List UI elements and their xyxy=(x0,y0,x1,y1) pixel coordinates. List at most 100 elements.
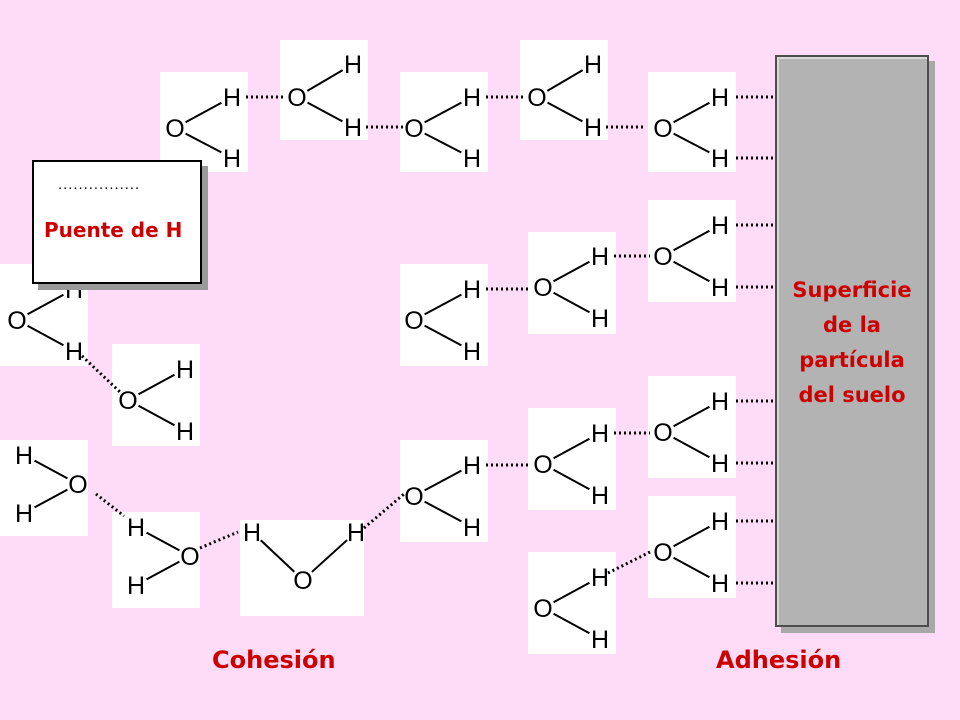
hydrogen-atom: H xyxy=(711,84,729,112)
water-molecule-m13: OHH xyxy=(400,440,488,542)
water-molecule-m15: OHH xyxy=(528,552,616,654)
oxygen-atom: O xyxy=(165,115,184,143)
hydrogen-atom: H xyxy=(711,145,729,173)
oxygen-atom: O xyxy=(68,471,87,499)
hydrogen-atom: H xyxy=(223,145,241,173)
oxygen-atom: O xyxy=(404,483,423,511)
covalent-bond xyxy=(673,556,710,579)
oxygen-atom: O xyxy=(653,243,672,271)
covalent-bond xyxy=(553,468,590,491)
hydrogen-atom: H xyxy=(127,514,145,542)
covalent-bond xyxy=(673,229,710,252)
oxygen-atom: O xyxy=(287,84,306,112)
hydrogen-atom: H xyxy=(591,564,609,592)
hydrogen-atom: H xyxy=(591,305,609,333)
covalent-bond xyxy=(553,291,590,314)
hydrogen-atom: H xyxy=(344,51,362,79)
molecule-box xyxy=(240,520,364,616)
covalent-bond xyxy=(553,612,590,635)
oxygen-atom: O xyxy=(118,387,137,415)
covalent-bond xyxy=(553,260,590,283)
covalent-bond xyxy=(424,469,462,492)
molecule-box xyxy=(528,408,616,510)
oxygen-atom: O xyxy=(7,307,26,335)
covalent-bond xyxy=(553,437,590,460)
hydrogen-atom: H xyxy=(711,508,729,536)
molecule-box xyxy=(528,552,616,654)
molecule-box xyxy=(400,440,488,542)
molecule-box xyxy=(648,200,736,302)
water-molecule-m05: O H H xyxy=(648,72,736,173)
molecule-box xyxy=(112,512,200,608)
molecule-box xyxy=(400,72,488,172)
covalent-bond xyxy=(673,525,710,548)
hydrogen-atom: H xyxy=(344,114,362,142)
hydrogen-atom: H xyxy=(243,519,261,547)
covalent-bond xyxy=(424,293,462,316)
molecule-box xyxy=(520,40,608,140)
water-molecule-m06: OHH xyxy=(648,200,736,302)
covalent-bond xyxy=(260,539,295,573)
hydrogen-atom: H xyxy=(591,626,609,654)
hydrogen-bond xyxy=(80,354,122,394)
covalent-bond xyxy=(424,500,462,523)
oxygen-atom: O xyxy=(653,419,672,447)
adhesion-label: Adhesión xyxy=(716,646,842,674)
water-molecule-m07: OHH xyxy=(528,232,616,334)
covalent-bond xyxy=(185,132,222,154)
hydrogen-atom: H xyxy=(176,356,194,384)
oxygen-atom: O xyxy=(533,451,552,479)
covalent-bond xyxy=(138,373,175,396)
hydrogen-atom: H xyxy=(223,84,241,112)
water-molecule-m16: OHH xyxy=(0,440,88,536)
hydrogen-bonds xyxy=(80,95,774,585)
hydrogen-atom: H xyxy=(591,420,609,448)
molecule-box xyxy=(0,440,88,536)
covalent-bond xyxy=(546,69,584,92)
covalent-bond xyxy=(311,539,348,573)
oxygen-atom: O xyxy=(533,274,552,302)
covalent-bond xyxy=(34,459,68,480)
water-molecule-m08: OHH xyxy=(400,264,488,366)
covalent-bond xyxy=(27,293,64,316)
covalent-bond xyxy=(34,488,68,509)
molecule-box xyxy=(648,376,736,478)
hydrogen-atom: H xyxy=(176,418,194,446)
water-molecule-m03: OHH xyxy=(400,72,488,173)
covalent-bond xyxy=(138,404,175,427)
water-molecule-m12: OHH xyxy=(528,408,616,510)
covalent-bond xyxy=(306,69,344,92)
hydrogen-atom: H xyxy=(711,450,729,478)
hydrogen-atom: H xyxy=(584,51,602,79)
hydrogen-bond-legend: ................ Puente de H xyxy=(32,160,202,284)
molecule-box xyxy=(280,40,368,140)
hydrogen-bond-symbol: ................ xyxy=(58,178,141,193)
water-molecule-m02: O H H xyxy=(280,40,368,142)
soil-particle-surface: Superficie de la partícula del suelo xyxy=(775,55,929,627)
hydrogen-atom: H xyxy=(463,276,481,304)
oxygen-atom: O xyxy=(180,543,199,571)
hydrogen-atom: H xyxy=(347,519,365,547)
covalent-bond xyxy=(673,405,710,428)
hydrogen-atom: H xyxy=(463,145,481,173)
hydrogen-bond xyxy=(199,530,239,550)
water-molecule-m01: O H H xyxy=(160,72,248,173)
hydrogen-atom: H xyxy=(711,570,729,598)
water-molecule-m10: O H H xyxy=(112,344,200,446)
hydrogen-atom: H xyxy=(463,452,481,480)
covalent-bond xyxy=(553,581,590,604)
oxygen-atom: O xyxy=(404,307,423,335)
hydrogen-bond xyxy=(95,492,125,518)
covalent-bond xyxy=(424,324,462,347)
oxygen-atom: O xyxy=(404,115,423,143)
covalent-bond xyxy=(146,560,180,581)
hydrogen-atom: H xyxy=(15,500,33,528)
covalent-bond xyxy=(547,101,583,123)
molecule-box xyxy=(528,232,616,334)
oxygen-atom: O xyxy=(527,84,546,112)
oxygen-atom: O xyxy=(653,115,672,143)
covalent-bond xyxy=(185,101,222,124)
molecule-box xyxy=(648,496,736,598)
